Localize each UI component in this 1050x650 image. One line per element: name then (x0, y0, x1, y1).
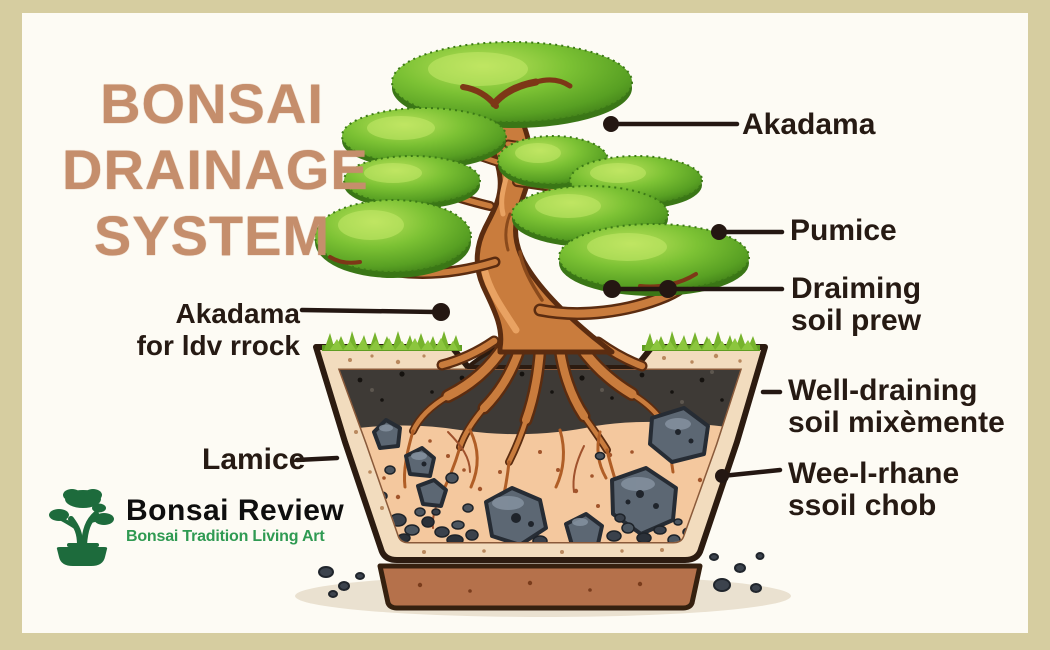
drainage-rocks (369, 406, 710, 542)
page-title: BONSAI DRAINAGE SYSTEM (62, 71, 369, 269)
bonsai-illustration (294, 41, 791, 617)
callout-label-well-draining-line1: Well-draining (788, 374, 978, 407)
callout-leader-lines (294, 116, 785, 483)
callout-label-lamice-text: Lamice (202, 443, 306, 476)
callout-label-draining-soil-line1: Draiming (791, 272, 922, 305)
callout-label-well-draining: Well-draining soil mixèmente (788, 376, 1005, 438)
callout-label-akadama-text: Akadama (742, 108, 876, 141)
callout-label-drainage-layer-line2: ssoil chob (788, 489, 937, 522)
brand-tagline: Bonsai Tradition Living Art (126, 528, 325, 545)
callout-label-lamice: Lamice (202, 445, 305, 475)
infographic-canvas: BONSAI DRAINAGE SYSTEM Akadama Pumice Dr… (22, 13, 1028, 633)
callout-label-akadama: Akadama (742, 110, 875, 140)
title-line-3: SYSTEM (93, 204, 331, 267)
callout-label-drainage-layer-line1: Wee-l-rhane (788, 457, 960, 490)
bonsai-logo-icon (49, 489, 114, 566)
foliage-pad-far-left (314, 199, 472, 278)
pot-foot (377, 563, 703, 611)
callout-label-pumice-text: Pumice (790, 214, 897, 247)
callout-label-akadama-rock: Akadama for ldv rrock (132, 299, 300, 361)
title-line-1: BONSAI (100, 72, 324, 135)
foliage-pad-right-lower (558, 223, 750, 296)
brand-logo: Bonsai Review Bonsai Tradition Living Ar… (46, 485, 344, 569)
callout-label-pumice: Pumice (790, 216, 897, 246)
foliage-pad-left (343, 155, 481, 209)
callout-label-akadama-rock-line1: Akadama (175, 298, 300, 329)
callout-label-akadama-rock-line2: for ldv rrock (136, 330, 300, 361)
ground-pebbles (318, 552, 765, 598)
root-flare (409, 335, 665, 466)
callout-label-well-draining-line2: soil mixèmente (788, 406, 1005, 439)
rim-grass (322, 331, 760, 351)
brand-name: Bonsai Review (126, 494, 345, 527)
brand-logo-text: Bonsai Review Bonsai Tradition Living Ar… (126, 485, 344, 547)
title-line-2: DRAINAGE (62, 138, 369, 201)
callout-label-drainage-layer: Wee-l-rhane ssoil chob (788, 459, 959, 521)
callout-label-draining-soil: Draiming soil prew (791, 274, 921, 336)
callout-label-draining-soil-line2: soil prew (791, 304, 922, 337)
foliage-pad-upper-left (341, 107, 507, 169)
